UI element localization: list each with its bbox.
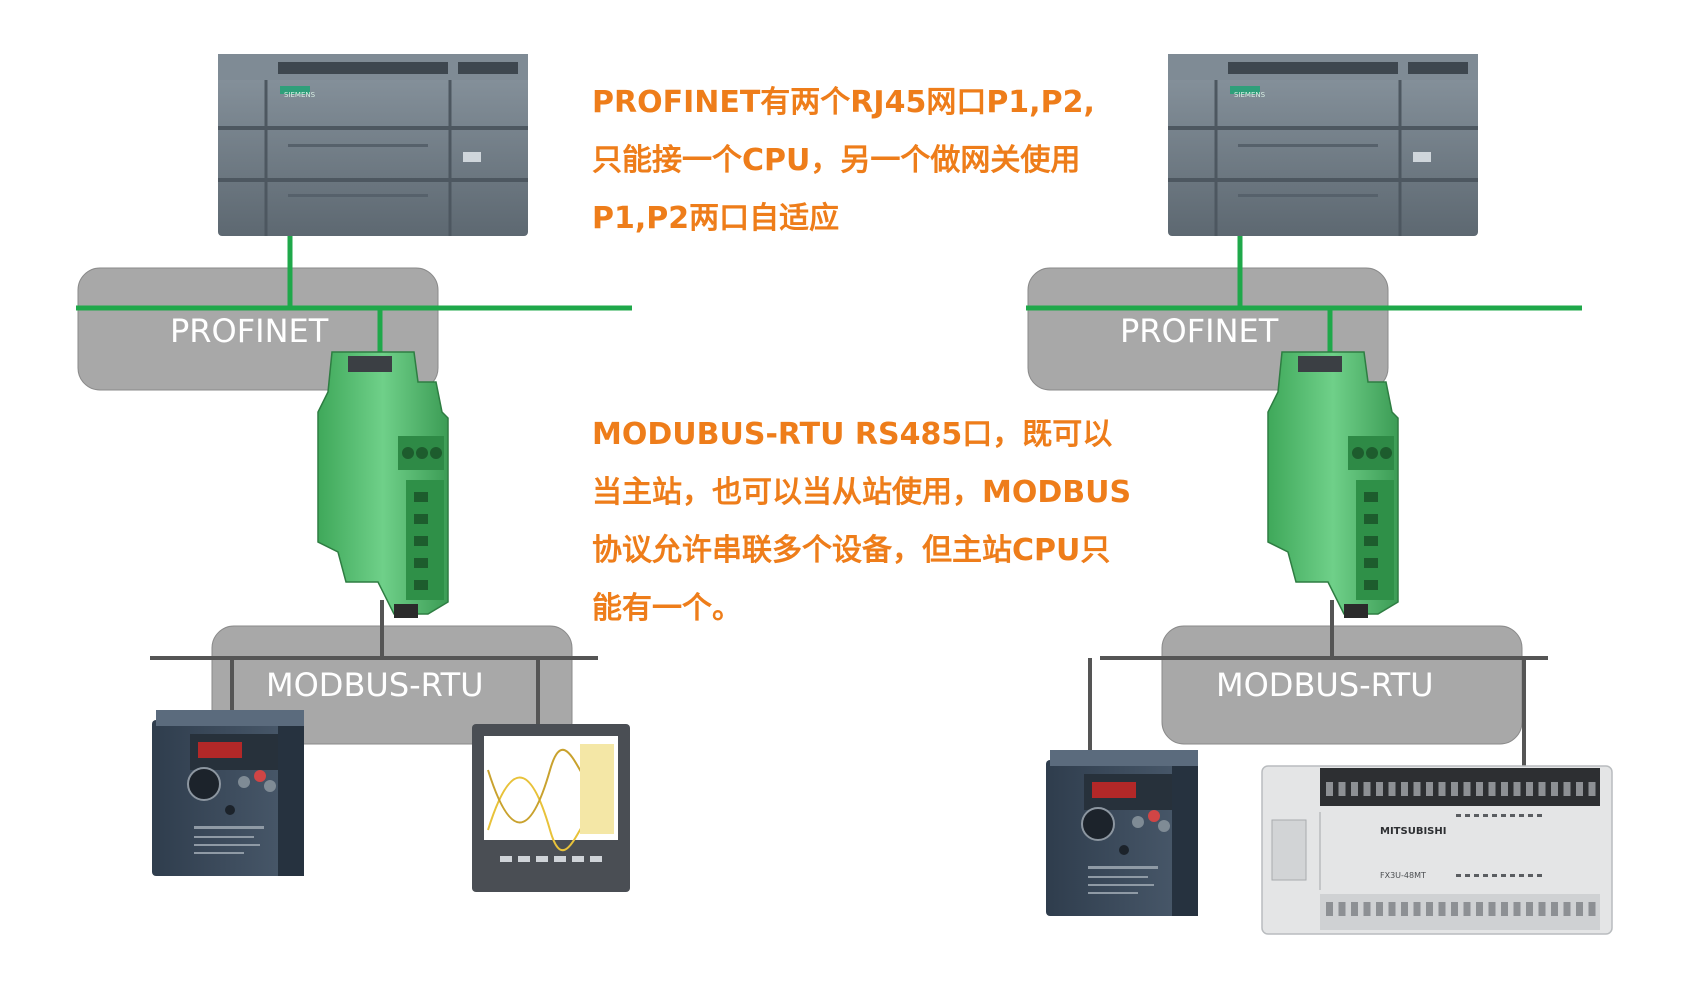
left-gateway-module xyxy=(317,351,449,619)
left-vfd-inverter xyxy=(151,709,305,877)
modbus-note-line-3: 协议允许串联多个设备，但主站CPU只 xyxy=(592,533,1111,568)
left-s7-cpu xyxy=(216,52,530,238)
modbus-note-line-4: 能有一个。 xyxy=(592,591,742,626)
right-fx-model: FX3U-48MT xyxy=(1380,871,1426,880)
profinet-note-line-1: PROFINET有两个RJ45网口P1,P2, xyxy=(592,85,1095,120)
profinet-note-line-3: P1,P2两口自适应 xyxy=(592,201,840,236)
profinet-note: PROFINET有两个RJ45网口P1,P2, 只能接一个CPU，另一个做网关使… xyxy=(592,74,1095,248)
left-paperless-recorder xyxy=(472,724,630,892)
right-modbus-label: MODBUS-RTU xyxy=(1216,666,1434,704)
left-cpu-brand: SIEMENS xyxy=(284,91,316,99)
profinet-group-left: PROFINET MODBUS-RTU SIEMENS xyxy=(76,52,632,892)
modbus-note-line-1: MODUBUS-RTU RS485口，既可以 xyxy=(592,417,1113,452)
profinet-group-right: PROFINET MODBUS-RTU SIEMENS MITSUBISHI FX3U-… xyxy=(1026,52,1613,935)
right-s7-cpu xyxy=(1166,52,1480,238)
right-gateway-module xyxy=(1267,351,1399,619)
modbus-note: MODUBUS-RTU RS485口，既可以 当主站，也可以当从站使用，MODB… xyxy=(592,406,1131,638)
right-profinet-label: PROFINET xyxy=(1120,312,1279,350)
left-profinet-label: PROFINET xyxy=(170,312,329,350)
right-cpu-brand: SIEMENS xyxy=(1234,91,1266,99)
left-modbus-label: MODBUS-RTU xyxy=(266,666,484,704)
right-fx-brand: MITSUBISHI xyxy=(1380,826,1446,837)
modbus-note-line-2: 当主站，也可以当从站使用，MODBUS xyxy=(592,475,1132,510)
right-mitsubishi-fx-plc: MITSUBISHI FX3U-48MT xyxy=(1261,765,1613,935)
profinet-note-line-2: 只能接一个CPU，另一个做网关使用 xyxy=(592,143,1081,178)
right-vfd-inverter xyxy=(1045,749,1199,917)
